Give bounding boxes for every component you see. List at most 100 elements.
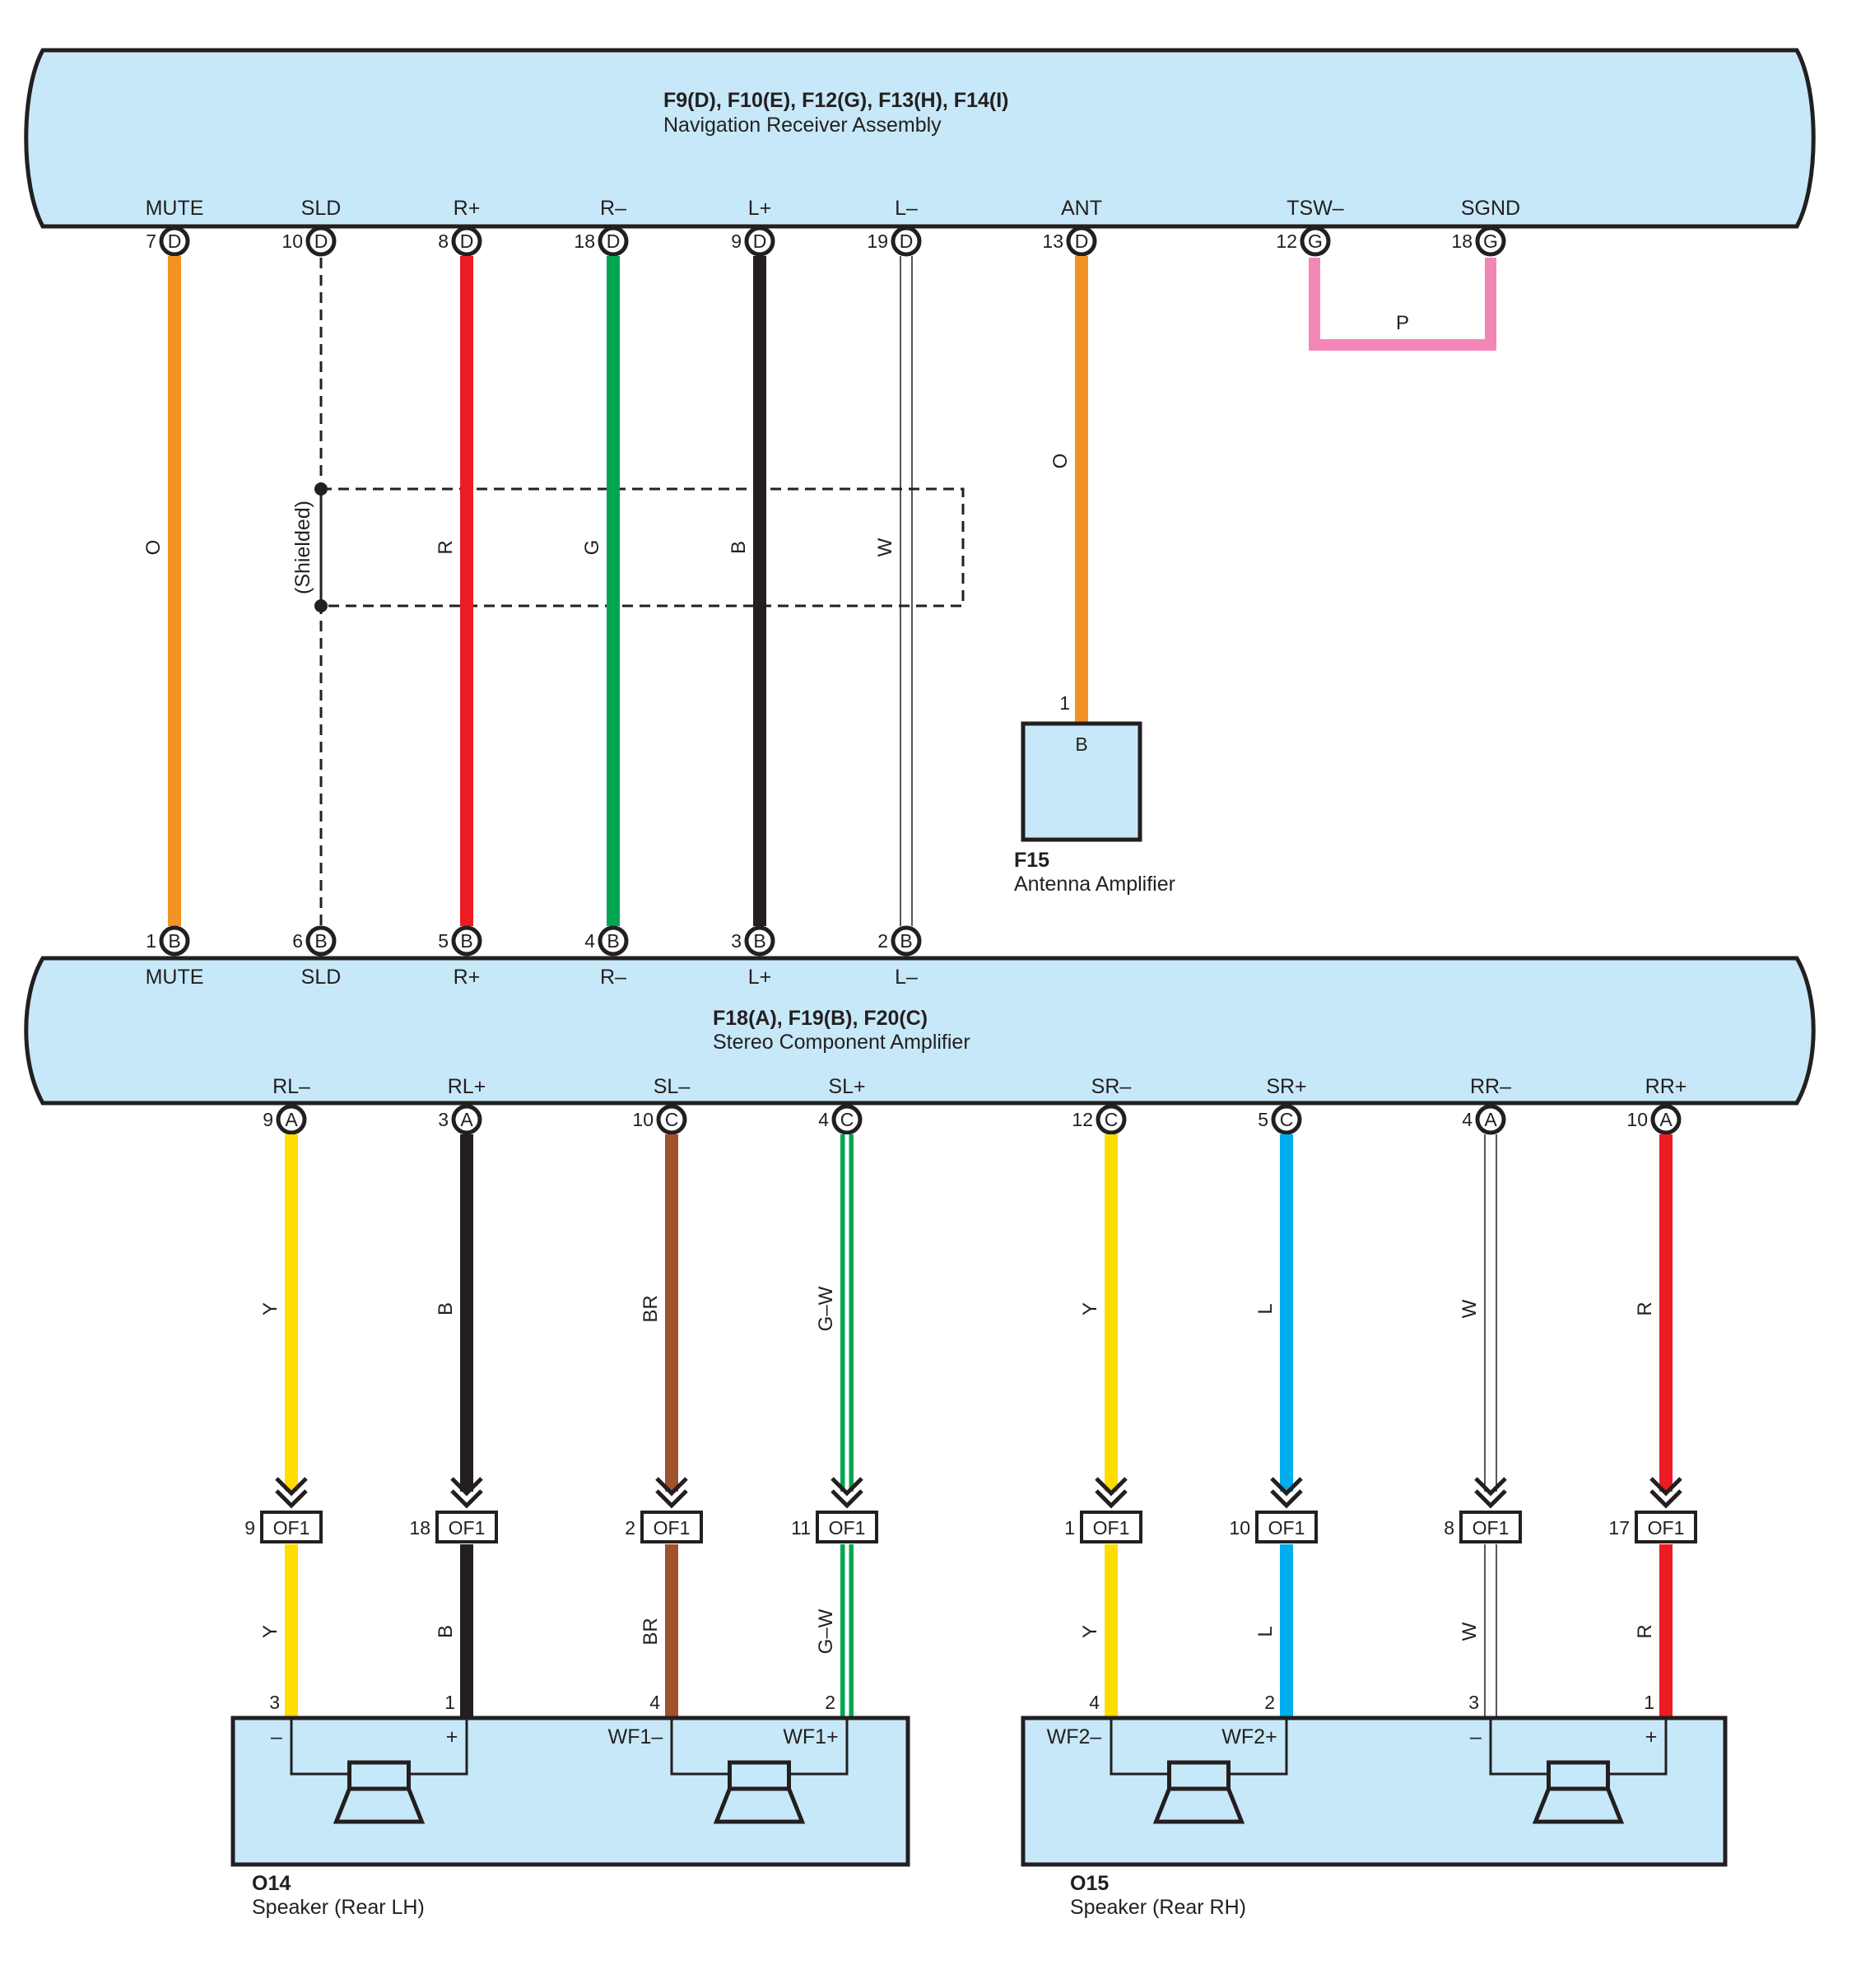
terminal-label: R+	[454, 197, 481, 220]
of1-chevron-2	[655, 1477, 688, 1509]
speaker-lh-label-2: +	[446, 1725, 458, 1748]
connector-circle	[1475, 226, 1506, 257]
connector-letter: C	[1280, 1109, 1294, 1130]
connector-circle	[451, 1104, 482, 1135]
pin-number: 5	[1258, 1109, 1268, 1130]
pin-number: 7	[146, 230, 156, 252]
speaker-rh-label-2: WF2+	[1221, 1725, 1277, 1748]
connector-letter: G	[1308, 230, 1323, 252]
connector-letter: C	[840, 1109, 854, 1130]
of1-label: OF1	[654, 1517, 691, 1539]
connector-circle	[598, 925, 629, 957]
lower-wire-code-bottom-2: BR	[640, 1618, 662, 1645]
terminal-label: L+	[748, 197, 772, 220]
lower-wire-code-bottom-5: L	[1254, 1626, 1277, 1636]
lower-wire-code-bottom-0: Y	[259, 1625, 281, 1638]
shield-junction-top	[314, 482, 328, 496]
antenna-amp-id: F15	[1014, 849, 1049, 872]
of1-box	[1255, 1511, 1318, 1543]
chevron-line	[1270, 1489, 1303, 1509]
connector-circle	[159, 226, 190, 257]
of1-chevron-5	[1270, 1477, 1303, 1509]
connector-letter: D	[314, 230, 328, 252]
lower-wire-code-top-2: BR	[640, 1295, 662, 1322]
pin-number: 5	[438, 930, 449, 952]
connector-circle	[744, 226, 775, 257]
upper-wire-code-0: O	[142, 540, 165, 556]
connector-circle	[656, 1104, 687, 1135]
connector-circle	[598, 226, 629, 257]
speaker-lh-id: O14	[252, 1872, 291, 1895]
chevron-line	[1095, 1477, 1128, 1497]
connector-letter: D	[460, 230, 474, 252]
chevron-line	[830, 1477, 863, 1497]
lower-wire-code-top-4: Y	[1079, 1302, 1101, 1315]
connector-letter: B	[314, 930, 327, 952]
pin-number: 18	[574, 230, 595, 252]
connector-letter: G	[1483, 230, 1498, 252]
lower-wire-code-bottom-3: G–W	[815, 1609, 837, 1654]
amp-top-terminal-5: B2L–	[877, 925, 922, 989]
pin-number: 19	[867, 230, 888, 252]
speaker-rh-unit-2	[1489, 1718, 1668, 1824]
lower-wire-code-bottom-4: Y	[1079, 1625, 1101, 1638]
connector-letter: B	[900, 930, 912, 952]
terminal-label: L+	[748, 966, 772, 989]
pin-number: 10	[632, 1109, 654, 1130]
connector-circle	[305, 226, 337, 257]
of1-box	[816, 1511, 878, 1543]
connector-circle	[1271, 1104, 1302, 1135]
upper-wire-code-3: G	[581, 540, 603, 556]
connector-letter: B	[460, 930, 472, 952]
terminal-label: MUTE	[146, 197, 204, 220]
of1-box	[1080, 1511, 1142, 1543]
pin-number: 3	[438, 1109, 449, 1130]
terminal-label: ANT	[1061, 197, 1102, 220]
chevron-line	[830, 1489, 863, 1509]
terminal-label: RL+	[448, 1075, 486, 1098]
lower-wire-code-top-0: Y	[259, 1302, 281, 1315]
of1-box	[640, 1511, 703, 1543]
connector-letter: D	[168, 230, 182, 252]
pin-number: 12	[1072, 1109, 1093, 1130]
speaker-rh-id: O15	[1070, 1872, 1109, 1895]
pin-number: 2	[877, 930, 888, 952]
chevron-line	[1649, 1489, 1682, 1509]
shield-junction-bottom	[314, 599, 328, 612]
of1-chevron-6	[1474, 1477, 1507, 1509]
chevron-line	[1095, 1489, 1128, 1509]
terminal-label: R+	[454, 966, 481, 989]
speaker-lh-box	[230, 1716, 910, 1867]
lower-wire-code-top-7: R	[1634, 1301, 1656, 1315]
nav-terminal-2: D8R+	[438, 197, 482, 257]
connector-letter: D	[1075, 230, 1089, 252]
of1-pin-number: 11	[791, 1517, 811, 1539]
of1-box	[1459, 1511, 1522, 1543]
upper-wire-code-2: R	[435, 540, 457, 554]
speaker-rh-box	[1021, 1716, 1728, 1867]
of1-box	[1635, 1511, 1697, 1543]
connector-circle	[1066, 226, 1097, 257]
connector-letter: A	[460, 1109, 473, 1130]
speaker-lh-label-3: WF1–	[608, 1725, 663, 1748]
terminal-label: SGND	[1461, 197, 1520, 220]
connector-letter: A	[1659, 1109, 1673, 1130]
connector-circle	[891, 925, 922, 957]
of1-label: OF1	[1268, 1517, 1305, 1539]
chevron-line	[655, 1489, 688, 1509]
lower-wire-bottom-6	[1484, 1544, 1497, 1718]
upper-wire-code-5: W	[874, 538, 896, 556]
connector-letter: B	[607, 930, 619, 952]
connector-letter: C	[1105, 1109, 1119, 1130]
lower-wire-code-top-5: L	[1254, 1303, 1277, 1314]
